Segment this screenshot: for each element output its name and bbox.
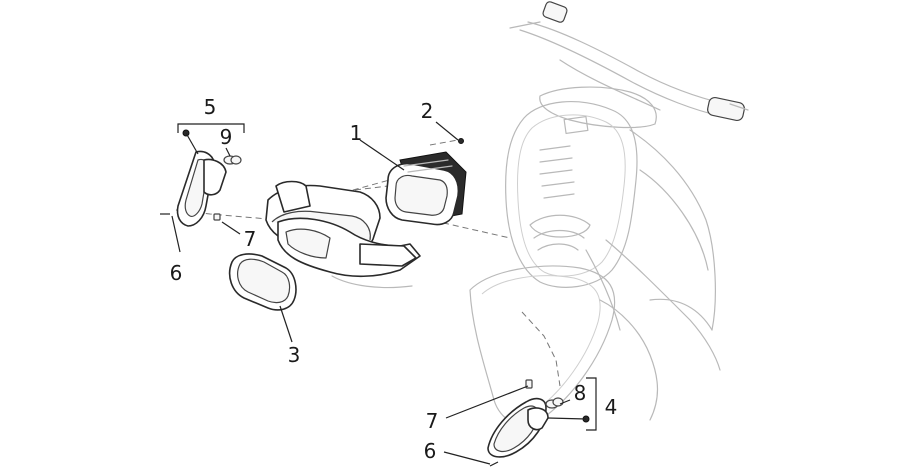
scooter-body-outline — [469, 1, 749, 426]
left-turn-indicator — [176, 150, 242, 227]
callout-7-right: 7 — [426, 409, 439, 433]
callout-9: 9 — [220, 125, 233, 149]
callout-7-left: 7 — [244, 227, 257, 251]
callout-2: 2 — [421, 99, 434, 123]
callout-8: 8 — [574, 381, 587, 405]
leader-lines — [171, 121, 597, 465]
headlamp-rim — [228, 253, 297, 311]
callout-5: 5 — [204, 95, 217, 119]
callout-6-right: 6 — [424, 439, 437, 463]
right-turn-indicator — [487, 397, 564, 458]
callout-1: 1 — [350, 121, 363, 145]
callout-6-left: 6 — [170, 261, 183, 285]
headlamp-unit — [385, 151, 467, 226]
callout-4: 4 — [605, 395, 618, 419]
headlight-housing — [265, 180, 421, 289]
callout-labels: 1 2 3 4 5 6 6 7 7 8 9 — [170, 95, 618, 463]
callout-3: 3 — [288, 343, 301, 367]
